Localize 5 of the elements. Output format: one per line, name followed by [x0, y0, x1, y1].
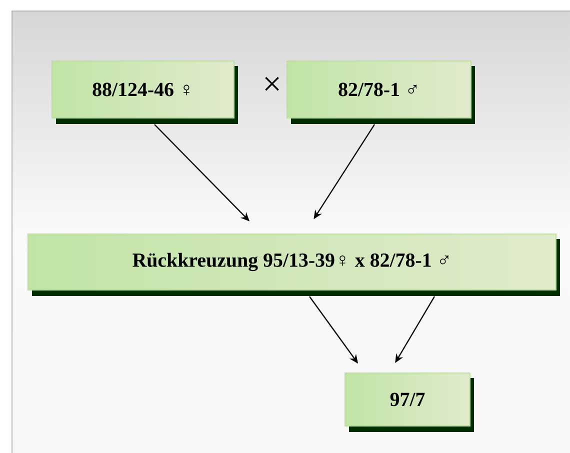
box: Rückkreuzung 95/13-39♀ x 82/78-1 ♂ — [28, 233, 560, 296]
box: 88/124-46 ♀ — [52, 60, 238, 124]
box: 97/7 — [344, 372, 474, 432]
cross-sign: × — [265, 76, 279, 91]
box: 82/78-1 ♂ — [286, 60, 475, 124]
